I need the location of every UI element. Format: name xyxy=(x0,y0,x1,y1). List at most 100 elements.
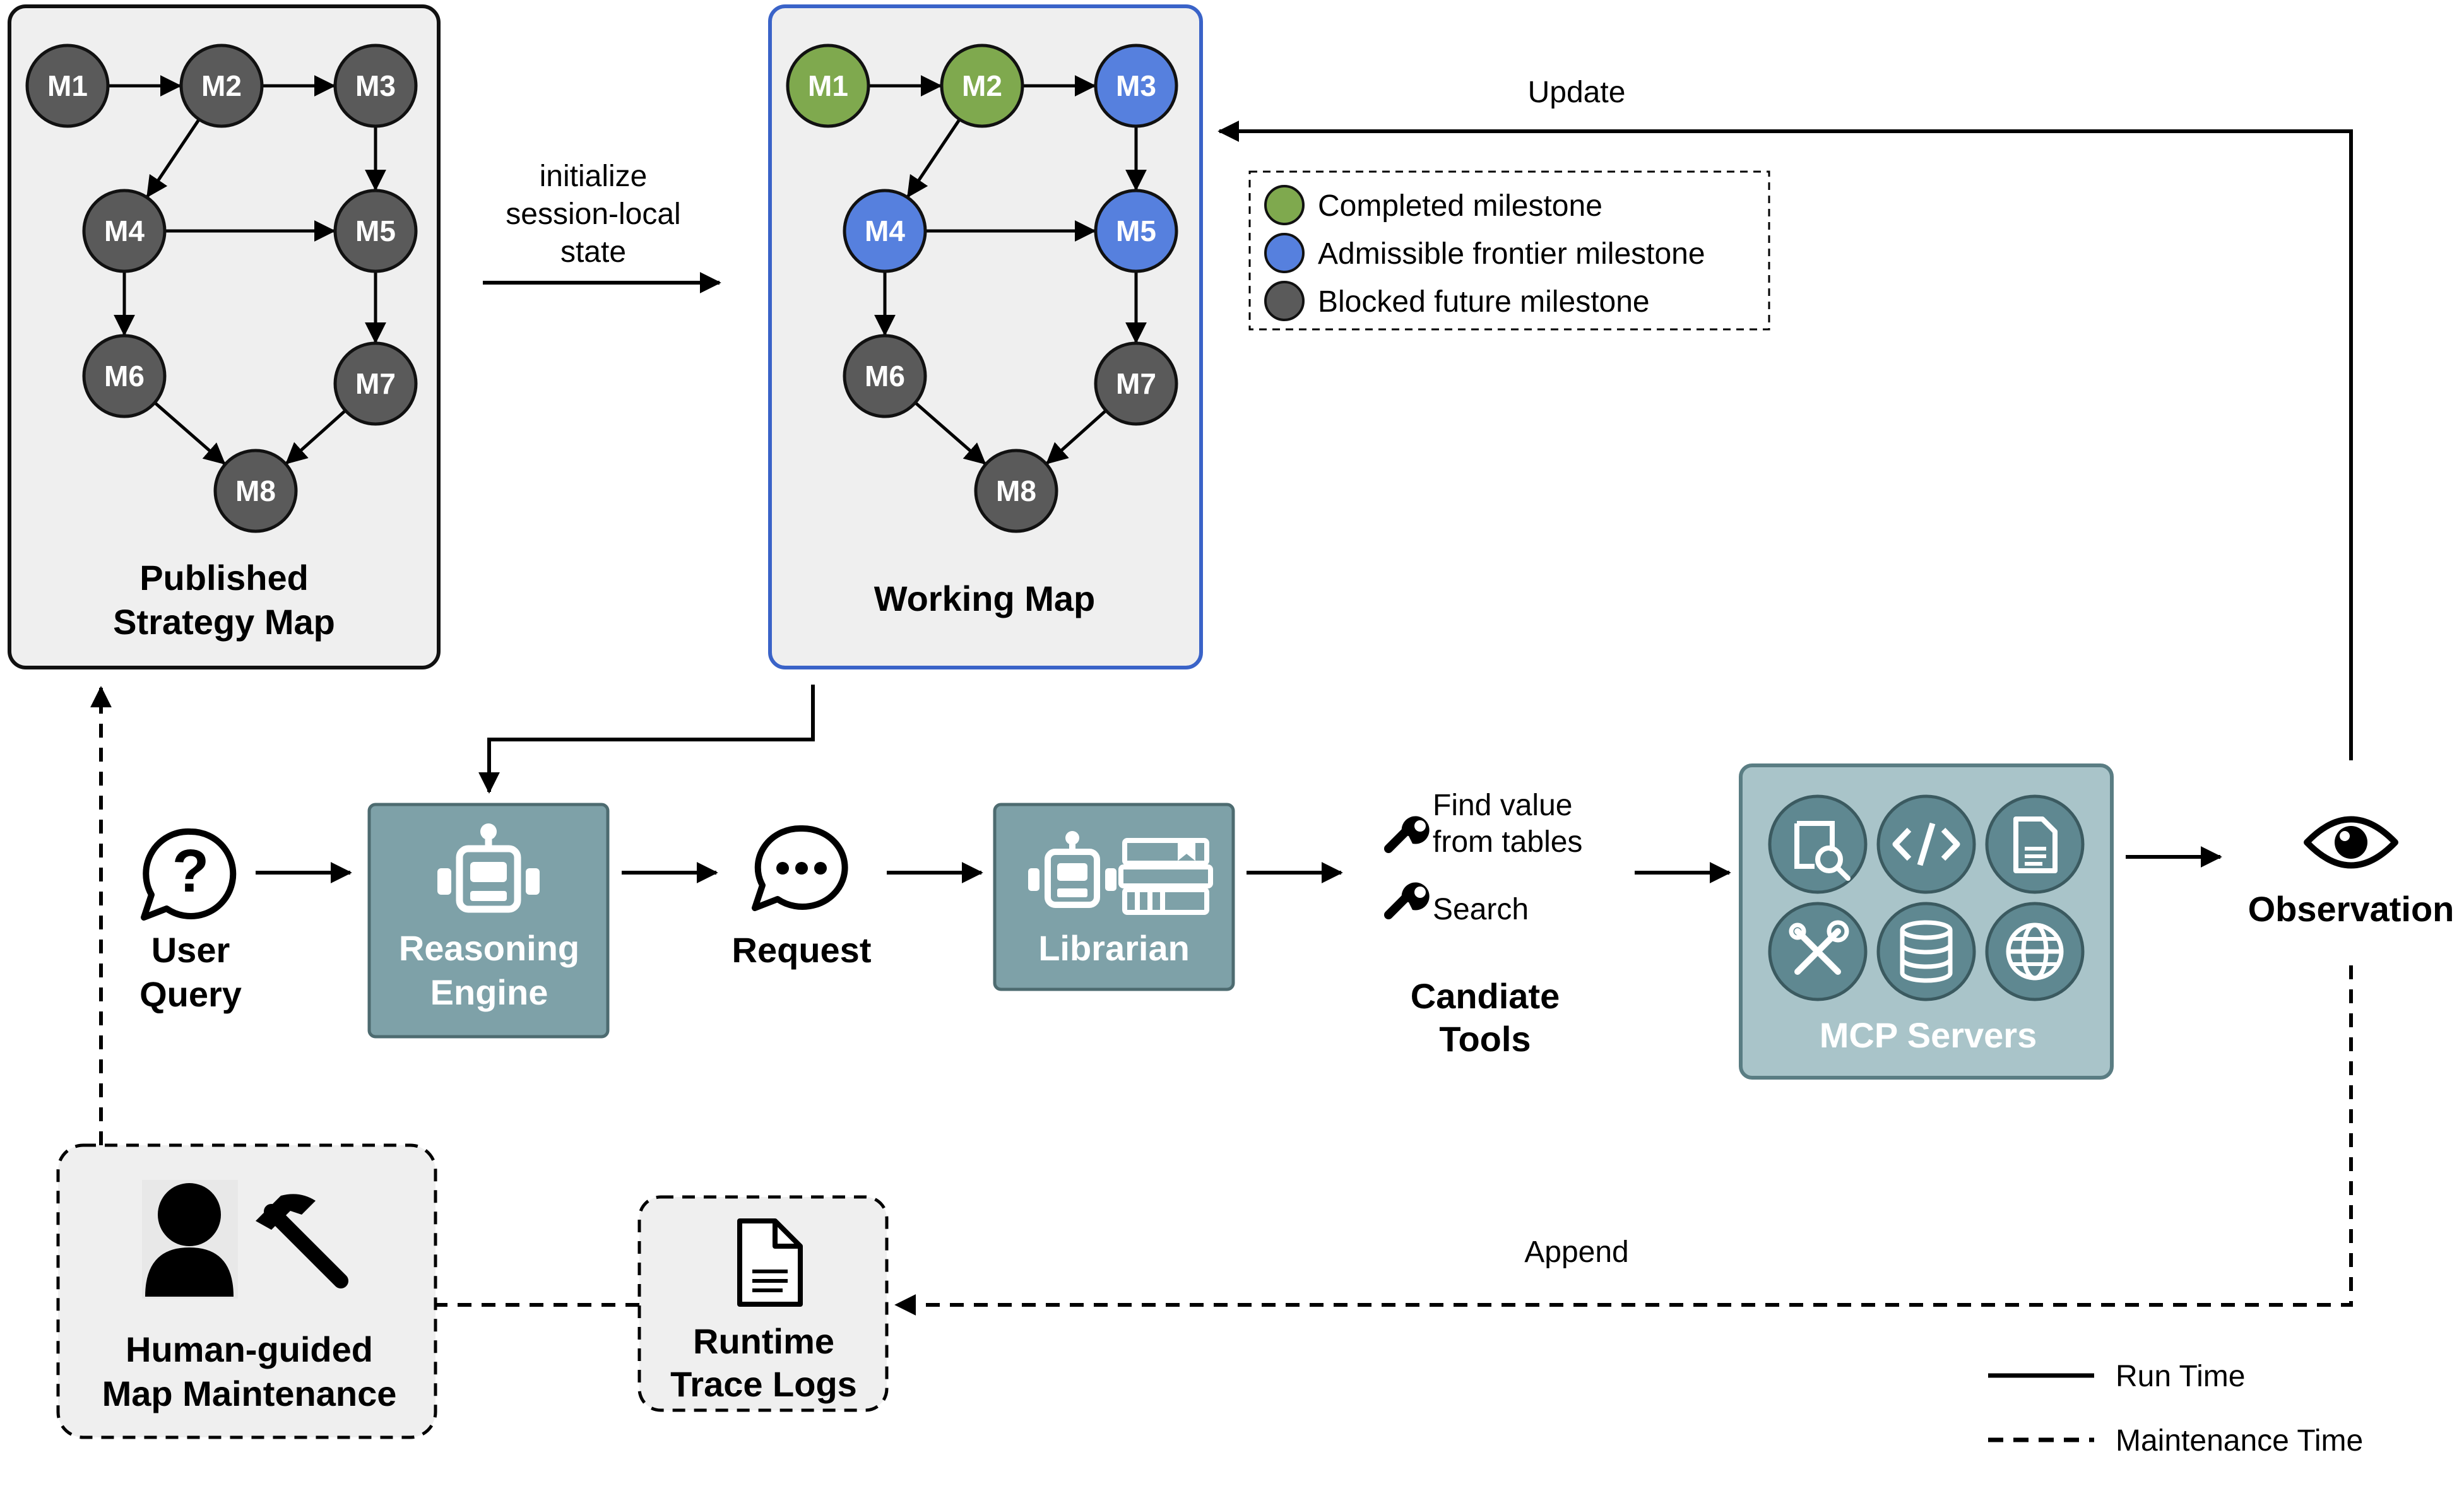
milestone-label-M6: M6 xyxy=(865,360,905,392)
globe-icon xyxy=(1985,902,2085,1001)
milestone-node-M1 xyxy=(786,44,870,128)
robot-books-icon xyxy=(1028,831,1213,915)
init-label-line2: session-local xyxy=(506,197,680,231)
milestone-node-M2 xyxy=(940,44,1024,128)
candidate-tools: Find value from tables Search Candiate T… xyxy=(1384,789,1582,1059)
question-bubble-icon: ? xyxy=(141,828,237,921)
map-maintenance-box: Human-guided Map Maintenance xyxy=(56,1143,437,1439)
reasoning-engine-line2: Engine xyxy=(430,972,548,1012)
milestone-node-M5 xyxy=(1094,189,1178,273)
milestone-label-M1: M1 xyxy=(808,69,848,102)
milestone-label-M1: M1 xyxy=(47,69,88,102)
request-label: Request xyxy=(732,930,872,970)
chat-bubble-icon xyxy=(752,825,848,911)
milestone-label-M4: M4 xyxy=(865,215,905,247)
working-map-title: Working Map xyxy=(874,579,1096,618)
legend-completed-swatch xyxy=(1264,185,1305,225)
milestone-label-M7: M7 xyxy=(1116,367,1156,400)
runtime-trace-logs-box: Runtime Trace Logs xyxy=(637,1195,889,1412)
milestone-label-M5: M5 xyxy=(355,215,396,247)
legend-completed: Completed milestone xyxy=(1318,189,1602,223)
run-time-label: Run Time xyxy=(2116,1360,2245,1393)
milestone-legend: Completed milestone Admissible frontier … xyxy=(1248,170,1770,331)
document-icon xyxy=(1985,794,2085,894)
milestone-node-M4 xyxy=(843,189,927,273)
user-query-line2: Query xyxy=(139,974,242,1014)
edge-M6-M8 xyxy=(153,401,226,465)
milestone-label-M4: M4 xyxy=(104,215,145,247)
request: Request xyxy=(732,825,872,970)
tool1-line1: Find value xyxy=(1433,789,1572,822)
initialize-arrow-group: initialize session-local state xyxy=(483,160,721,293)
milestone-node-M8 xyxy=(974,449,1058,533)
edge-M7-M8 xyxy=(1046,409,1107,464)
code-icon xyxy=(1876,794,1976,894)
librarian-label: Librarian xyxy=(1038,928,1190,968)
tools-icon xyxy=(1768,902,1868,1001)
milestone-label-M5: M5 xyxy=(1116,215,1156,247)
mcp-servers-box: MCP Servers xyxy=(1739,763,2114,1080)
milestone-label-M3: M3 xyxy=(355,69,396,102)
published-map-title-line2: Strategy Map xyxy=(113,602,335,642)
milestone-node-M5 xyxy=(333,189,418,273)
init-label-line1: initialize xyxy=(540,160,648,193)
user-query-line1: User xyxy=(151,930,230,970)
milestone-label-M3: M3 xyxy=(1116,69,1156,102)
working-map-to-engine-arrow xyxy=(478,685,815,794)
librarian-box: Librarian xyxy=(993,803,1235,991)
update-label: Update xyxy=(1528,76,1626,109)
reasoning-engine-line1: Reasoning xyxy=(399,928,579,968)
milestone-node-M6 xyxy=(82,334,167,418)
milestone-label-M8: M8 xyxy=(996,474,1036,507)
milestone-label-M2: M2 xyxy=(201,69,242,102)
person-hammer-icon xyxy=(142,1180,348,1299)
legend-blocked-swatch xyxy=(1264,281,1305,321)
observation-label: Observation xyxy=(2248,889,2455,929)
wrench-icon xyxy=(1384,816,1430,853)
init-label-line3: state xyxy=(560,235,626,269)
update-arrow-group: Update xyxy=(1217,76,2353,760)
legend-frontier-swatch xyxy=(1264,233,1305,273)
milestone-node-M2 xyxy=(179,44,264,128)
milestone-node-M1 xyxy=(25,44,110,128)
milestone-node-M4 xyxy=(82,189,167,273)
candidate-tools-title-line2: Tools xyxy=(1439,1019,1531,1059)
milestone-label-M8: M8 xyxy=(235,474,276,507)
milestone-node-M6 xyxy=(843,334,927,418)
edge-M7-M8 xyxy=(285,409,346,464)
observation: Observation xyxy=(2248,816,2455,929)
wrench-icon xyxy=(1384,882,1430,919)
milestone-node-M7 xyxy=(1094,341,1178,426)
append-label: Append xyxy=(1524,1235,1629,1269)
search-doc-icon xyxy=(1768,794,1868,894)
maintenance-line2: Map Maintenance xyxy=(102,1374,397,1413)
robot-icon xyxy=(437,823,540,913)
legend-blocked: Blocked future milestone xyxy=(1318,285,1650,319)
milestone-label-M6: M6 xyxy=(104,360,145,392)
edge-M6-M8 xyxy=(914,401,986,465)
tool2-label: Search xyxy=(1433,893,1529,926)
eye-icon xyxy=(2304,816,2398,869)
append-arrow xyxy=(894,965,2353,1316)
line-type-legend: Run Time Maintenance Time xyxy=(1988,1360,2363,1458)
edge-M2-M4 xyxy=(146,118,201,198)
milestone-label-M7: M7 xyxy=(355,367,396,400)
reasoning-engine-box: Reasoning Engine xyxy=(367,803,610,1039)
published-map-title-line1: Published xyxy=(139,558,309,598)
candidate-tools-title-line1: Candiate xyxy=(1411,976,1560,1016)
maintenance-time-label: Maintenance Time xyxy=(2116,1424,2363,1458)
mcp-servers-label: MCP Servers xyxy=(1820,1015,2037,1055)
milestone-node-M7 xyxy=(333,341,418,426)
milestone-node-M8 xyxy=(213,449,298,533)
update-arrow xyxy=(1217,121,2353,760)
trace-logs-line2: Trace Logs xyxy=(670,1364,857,1404)
document-icon xyxy=(737,1218,803,1307)
trace-logs-line1: Runtime xyxy=(693,1321,834,1361)
legend-frontier: Admissible frontier milestone xyxy=(1318,237,1705,271)
milestone-node-M3 xyxy=(333,44,418,128)
